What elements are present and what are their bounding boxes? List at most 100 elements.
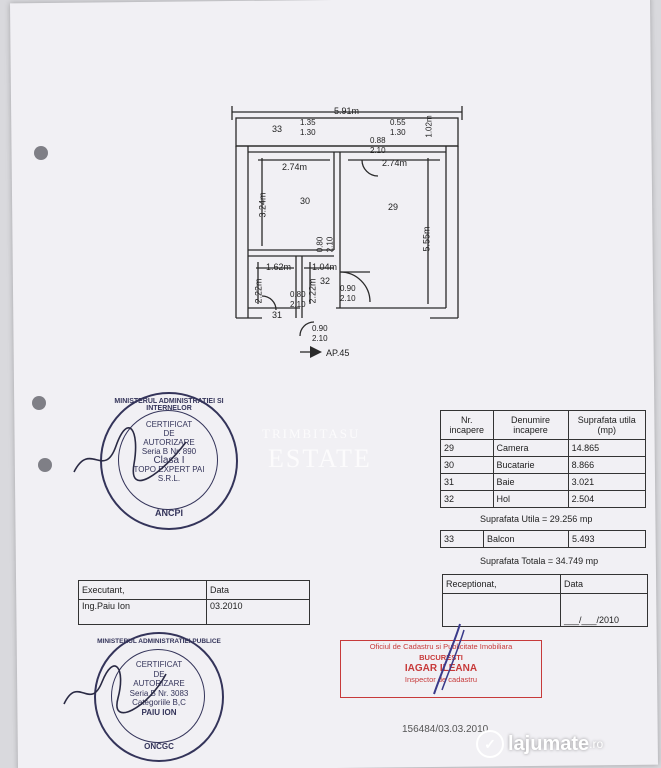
header-area: Suprafata utila (mp): [567, 410, 647, 440]
lajumate-icon: ✓: [476, 730, 504, 758]
room-31-number: 31: [272, 310, 283, 320]
door-balcony-width: 0.88: [370, 136, 386, 145]
ancpi-ring-top: MINISTERUL ADMINISTRATIEI SI INTERNELOR: [114, 398, 224, 412]
cell-name: Camera: [492, 439, 569, 457]
dim-top: 5.91m: [334, 106, 360, 116]
cell-nr: 33: [440, 530, 484, 548]
cadastru-stamp: Oficiul de Cadastru si Publicitate Imobi…: [340, 640, 542, 698]
signature-3: [433, 623, 465, 695]
executant-date-label: Data: [206, 580, 310, 600]
cell-nr: 31: [440, 473, 494, 491]
stamp2-line: DE: [153, 669, 165, 679]
stamp1-line: TOPO EXPERT PAI: [133, 465, 205, 474]
door-31-width: 0.80: [290, 290, 306, 299]
stamp2-line: Seria B Nr. 3083: [129, 688, 189, 698]
stamp2-line: AUTORIZARE: [133, 679, 185, 688]
ancpi-stamp: MINISTERUL ADMINISTRATIEI SI INTERNELOR …: [100, 392, 238, 530]
dim-room-31-height: 2.22m: [253, 278, 264, 304]
dim-room-31-width: 1.62m: [266, 262, 292, 272]
punch-hole: [34, 146, 48, 160]
entry-door-width: 0.90: [312, 324, 328, 333]
cell-name: Balcon: [483, 530, 569, 548]
door-balcony-height: 2.10: [370, 146, 386, 155]
watermark-top: TRIMBITASU: [262, 426, 361, 441]
header-nr: Nr. incapere: [440, 410, 494, 440]
header-name: Denumire incapere: [492, 410, 569, 440]
table-row: 32 Hol 2.504: [440, 490, 647, 508]
room-29-number: 29: [388, 202, 399, 212]
stamp2-line: Categoriile B,C: [132, 698, 186, 707]
cell-area: 2.504: [567, 490, 647, 508]
lajumate-logo: ✓ lajumate .ro: [476, 730, 603, 758]
receptionat-table: Receptionat, Data ___/___/2010: [442, 574, 648, 627]
table-row: 31 Baie 3.021: [440, 473, 647, 491]
floor-plan: [231, 106, 463, 358]
brand-name: lajumate: [508, 732, 590, 755]
oncgc-stamp: MINISTERUL ADMINISTRATIEI PUBLICE CERTIF…: [94, 632, 224, 762]
signature-1: [73, 427, 187, 482]
stamp1-line: Seria B Nr. 890: [141, 447, 197, 456]
room-33-number: 33: [272, 124, 283, 134]
receptionat-date: ___/___/2010: [560, 593, 648, 627]
stamp1-line: AUTORIZARE: [143, 438, 195, 447]
suprafata-totala: Suprafata Totala = 34.749 mp: [480, 556, 599, 566]
cell-name: Bucatarie: [492, 456, 569, 474]
dim-room-32-height: 2.22m: [307, 278, 318, 304]
oncgc-ring-top: MINISTERUL ADMINISTRATIEI PUBLICE: [97, 638, 221, 645]
cell-area: 14.865: [567, 439, 647, 457]
table-row: 29 Camera 14.865: [440, 439, 647, 457]
door-30-height: 2.10: [325, 236, 335, 253]
room-32-number: 32: [320, 276, 331, 286]
stamp1-line: S.R.L.: [157, 474, 181, 483]
window-1-width: 1.35: [300, 118, 316, 127]
red-stamp-line: Oficiul de Cadastru si Publicitate Imobi…: [369, 642, 513, 651]
cell-nr: 29: [440, 439, 494, 457]
brand-suffix: .ro: [589, 737, 604, 751]
executant-date: 03.2010: [206, 599, 310, 625]
suprafata-utila: Suprafata Utila = 29.256 mp: [480, 514, 593, 524]
door-29-height: 2.10: [340, 294, 356, 303]
dim-room-30-width: 2.74m: [282, 162, 308, 172]
dim-balcony-depth: 1.02m: [424, 115, 434, 138]
cell-area: 3.021: [567, 473, 647, 491]
door-29-width: 0.90: [340, 284, 356, 293]
window-3-width: 0.55: [390, 118, 406, 127]
door-30-width: 0.80: [315, 236, 325, 253]
red-stamp-line: IAGAR ILEANA: [404, 663, 478, 674]
stamp2-line: CERTIFICAT: [135, 660, 183, 669]
table-row: 33 Balcon 5.493: [440, 530, 646, 548]
punch-hole: [38, 458, 52, 472]
cell-name: Baie: [492, 473, 569, 491]
table-row: 30 Bucatarie 8.866: [440, 456, 647, 474]
oncgc-ring-bottom: ONCGC: [144, 742, 174, 751]
receptionat-label: Receptionat,: [442, 574, 561, 594]
receptionat-date-label: Data: [560, 574, 648, 594]
room-30-number: 30: [300, 196, 311, 206]
dim-room-32-width: 1.04m: [312, 262, 338, 272]
stamp1-line: DE: [163, 429, 175, 438]
entry-door-height: 2.10: [312, 334, 328, 343]
window-1-height: 1.30: [300, 128, 316, 137]
balcony-table: 33 Balcon 5.493: [440, 530, 646, 548]
document-number: 156484/03.03.2010: [402, 724, 489, 735]
executant-table: Executant, Data Ing.Paiu Ion 03.2010: [78, 580, 310, 625]
apartment-label: AP.45: [326, 348, 350, 358]
stamp1-line: Clasa I: [153, 455, 185, 466]
punch-hole: [32, 396, 46, 410]
red-stamp-line: Inspector de cadastru: [404, 675, 478, 684]
cell-nr: 30: [440, 456, 494, 474]
red-stamp-line: BUCURESTI: [419, 653, 463, 662]
cell-nr: 32: [440, 490, 494, 508]
cell-name: Hol: [492, 490, 569, 508]
signature-2: [63, 665, 167, 714]
door-31-height: 2.10: [290, 300, 306, 309]
executant-name: Ing.Paiu Ion: [78, 599, 207, 625]
watermark-bottom: ESTATE: [268, 444, 372, 473]
cell-area: 8.866: [567, 456, 647, 474]
window-3-height: 1.30: [390, 128, 406, 137]
executant-label: Executant,: [78, 580, 207, 600]
dim-room-30-height: 3.24m: [257, 192, 268, 218]
stamp1-line: CERTIFICAT: [145, 420, 193, 429]
stamp2-line: PAIU ION: [141, 707, 177, 717]
